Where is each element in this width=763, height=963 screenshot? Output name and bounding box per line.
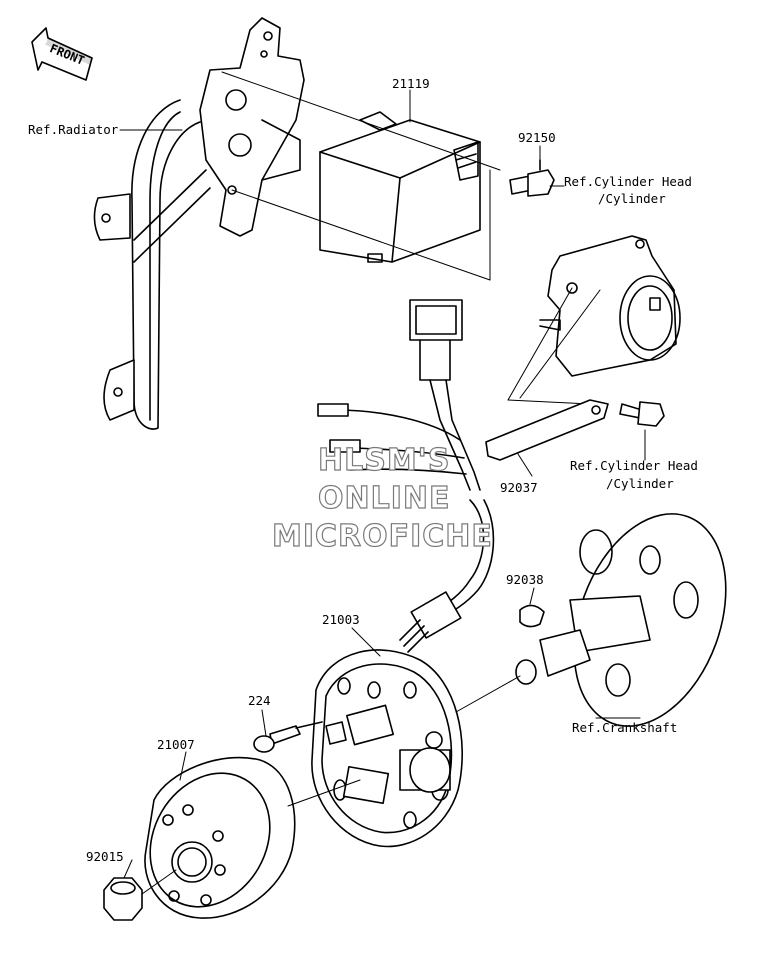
flywheel [144,756,296,919]
label-92150: 92150 [518,130,556,145]
wiring-harness [317,299,495,653]
label-ref-cylinder-head-1b: /Cylinder [598,191,666,206]
bolt-cyl-2 [619,401,665,427]
screw-224 [253,721,323,753]
front-arrow-icon: FRONT [31,27,93,81]
label-224: 224 [248,693,271,708]
label-ref-cylinder-head-2a: Ref.Cylinder Head [570,458,698,473]
label-ref-cylinder-head-1a: Ref.Cylinder Head [564,174,692,189]
label-21003: 21003 [322,612,360,627]
label-ref-cylinder-head-2b: /Cylinder [606,476,674,491]
label-21007: 21007 [157,737,195,752]
crankshaft [515,513,727,727]
radiator-bracket [93,17,305,430]
watermark-line-2: ONLINE [317,481,451,516]
label-92038: 92038 [506,572,544,587]
watermark-line-3: MICROFICHE [271,519,493,554]
plate-92037 [485,399,609,461]
nut-92015 [103,877,143,921]
watermark-line-1: HLSM'S [317,443,451,478]
label-92037: 92037 [500,480,538,495]
bolt-92150 [509,159,555,197]
label-ref-crankshaft: Ref.Crankshaft [572,720,678,735]
label-ref-radiator: Ref.Radiator [28,122,119,137]
label-21119: 21119 [392,76,430,91]
stator-plate [311,649,464,848]
key-92038 [519,604,545,628]
cylinder-head-part [539,235,681,377]
label-92015: 92015 [86,849,124,864]
